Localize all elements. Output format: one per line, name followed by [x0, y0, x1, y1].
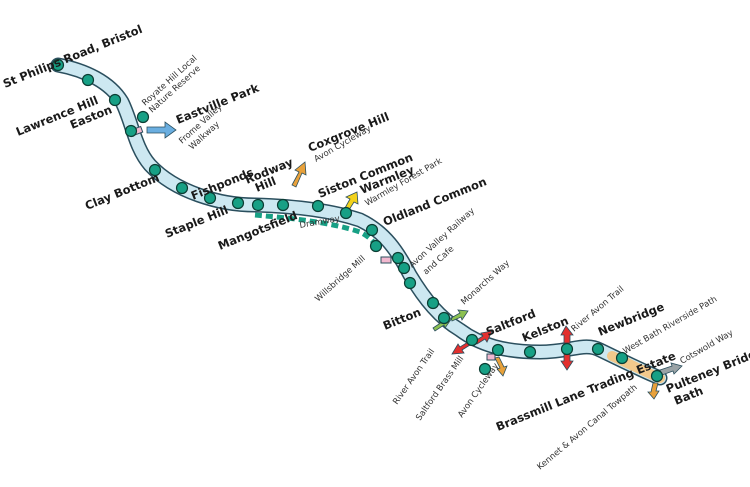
label-bitton: Bitton [381, 305, 423, 333]
station-dot [397, 261, 411, 275]
station-dot [124, 124, 138, 138]
station-dot [465, 333, 479, 347]
station-dot [391, 251, 405, 265]
station-dot [365, 223, 379, 237]
station-dot [136, 110, 150, 124]
station-dot [203, 191, 217, 205]
station-dot [148, 163, 162, 177]
station-dot [560, 342, 574, 356]
station-dot [615, 351, 629, 365]
label-avon-cycleway-south: Avon Cycleway [456, 362, 501, 420]
station-dot [426, 296, 440, 310]
blue-arrow-icon [146, 121, 177, 139]
station-dot [403, 276, 417, 290]
label-willsbridge: Willsbridge Mill [313, 254, 367, 304]
stations [51, 58, 664, 383]
orange-arrow-south-icon [494, 356, 508, 377]
station-dot [81, 73, 95, 87]
station-dot [437, 311, 451, 325]
station-dot [231, 196, 245, 210]
station-dot [108, 93, 122, 107]
station-dot [51, 58, 65, 72]
label-philips-road: St Philips Road, Bristol [1, 22, 144, 91]
saltford-brass-connector [486, 353, 496, 361]
station-dot [339, 206, 353, 220]
label-staple-hill: Staple Hill [163, 203, 230, 241]
label-brassmill: Brassmill Lane Trading Estate [494, 349, 678, 434]
station-dot [591, 342, 605, 356]
station-dot [478, 362, 492, 376]
station-dot [276, 198, 290, 212]
station-dot [650, 369, 664, 383]
label-monarchs: Monarchs Way [459, 258, 512, 307]
station-dot [251, 198, 265, 212]
station-dot [491, 343, 505, 357]
label-dramway: Dramway [299, 214, 341, 231]
label-coxgrove-hill: Coxgrove Hill [306, 109, 391, 154]
station-dot [523, 345, 537, 359]
orange-arrow-bath-icon [647, 382, 660, 400]
willsbridge-connector [380, 256, 392, 264]
label-clay-bottom: Clay Bottom [83, 170, 161, 213]
orange-arrow-icon [291, 161, 307, 188]
dramway-path [254, 212, 377, 246]
station-dot [369, 239, 383, 253]
station-dot [311, 199, 325, 213]
grey-arrow-icon [659, 362, 683, 376]
station-dot [175, 181, 189, 195]
